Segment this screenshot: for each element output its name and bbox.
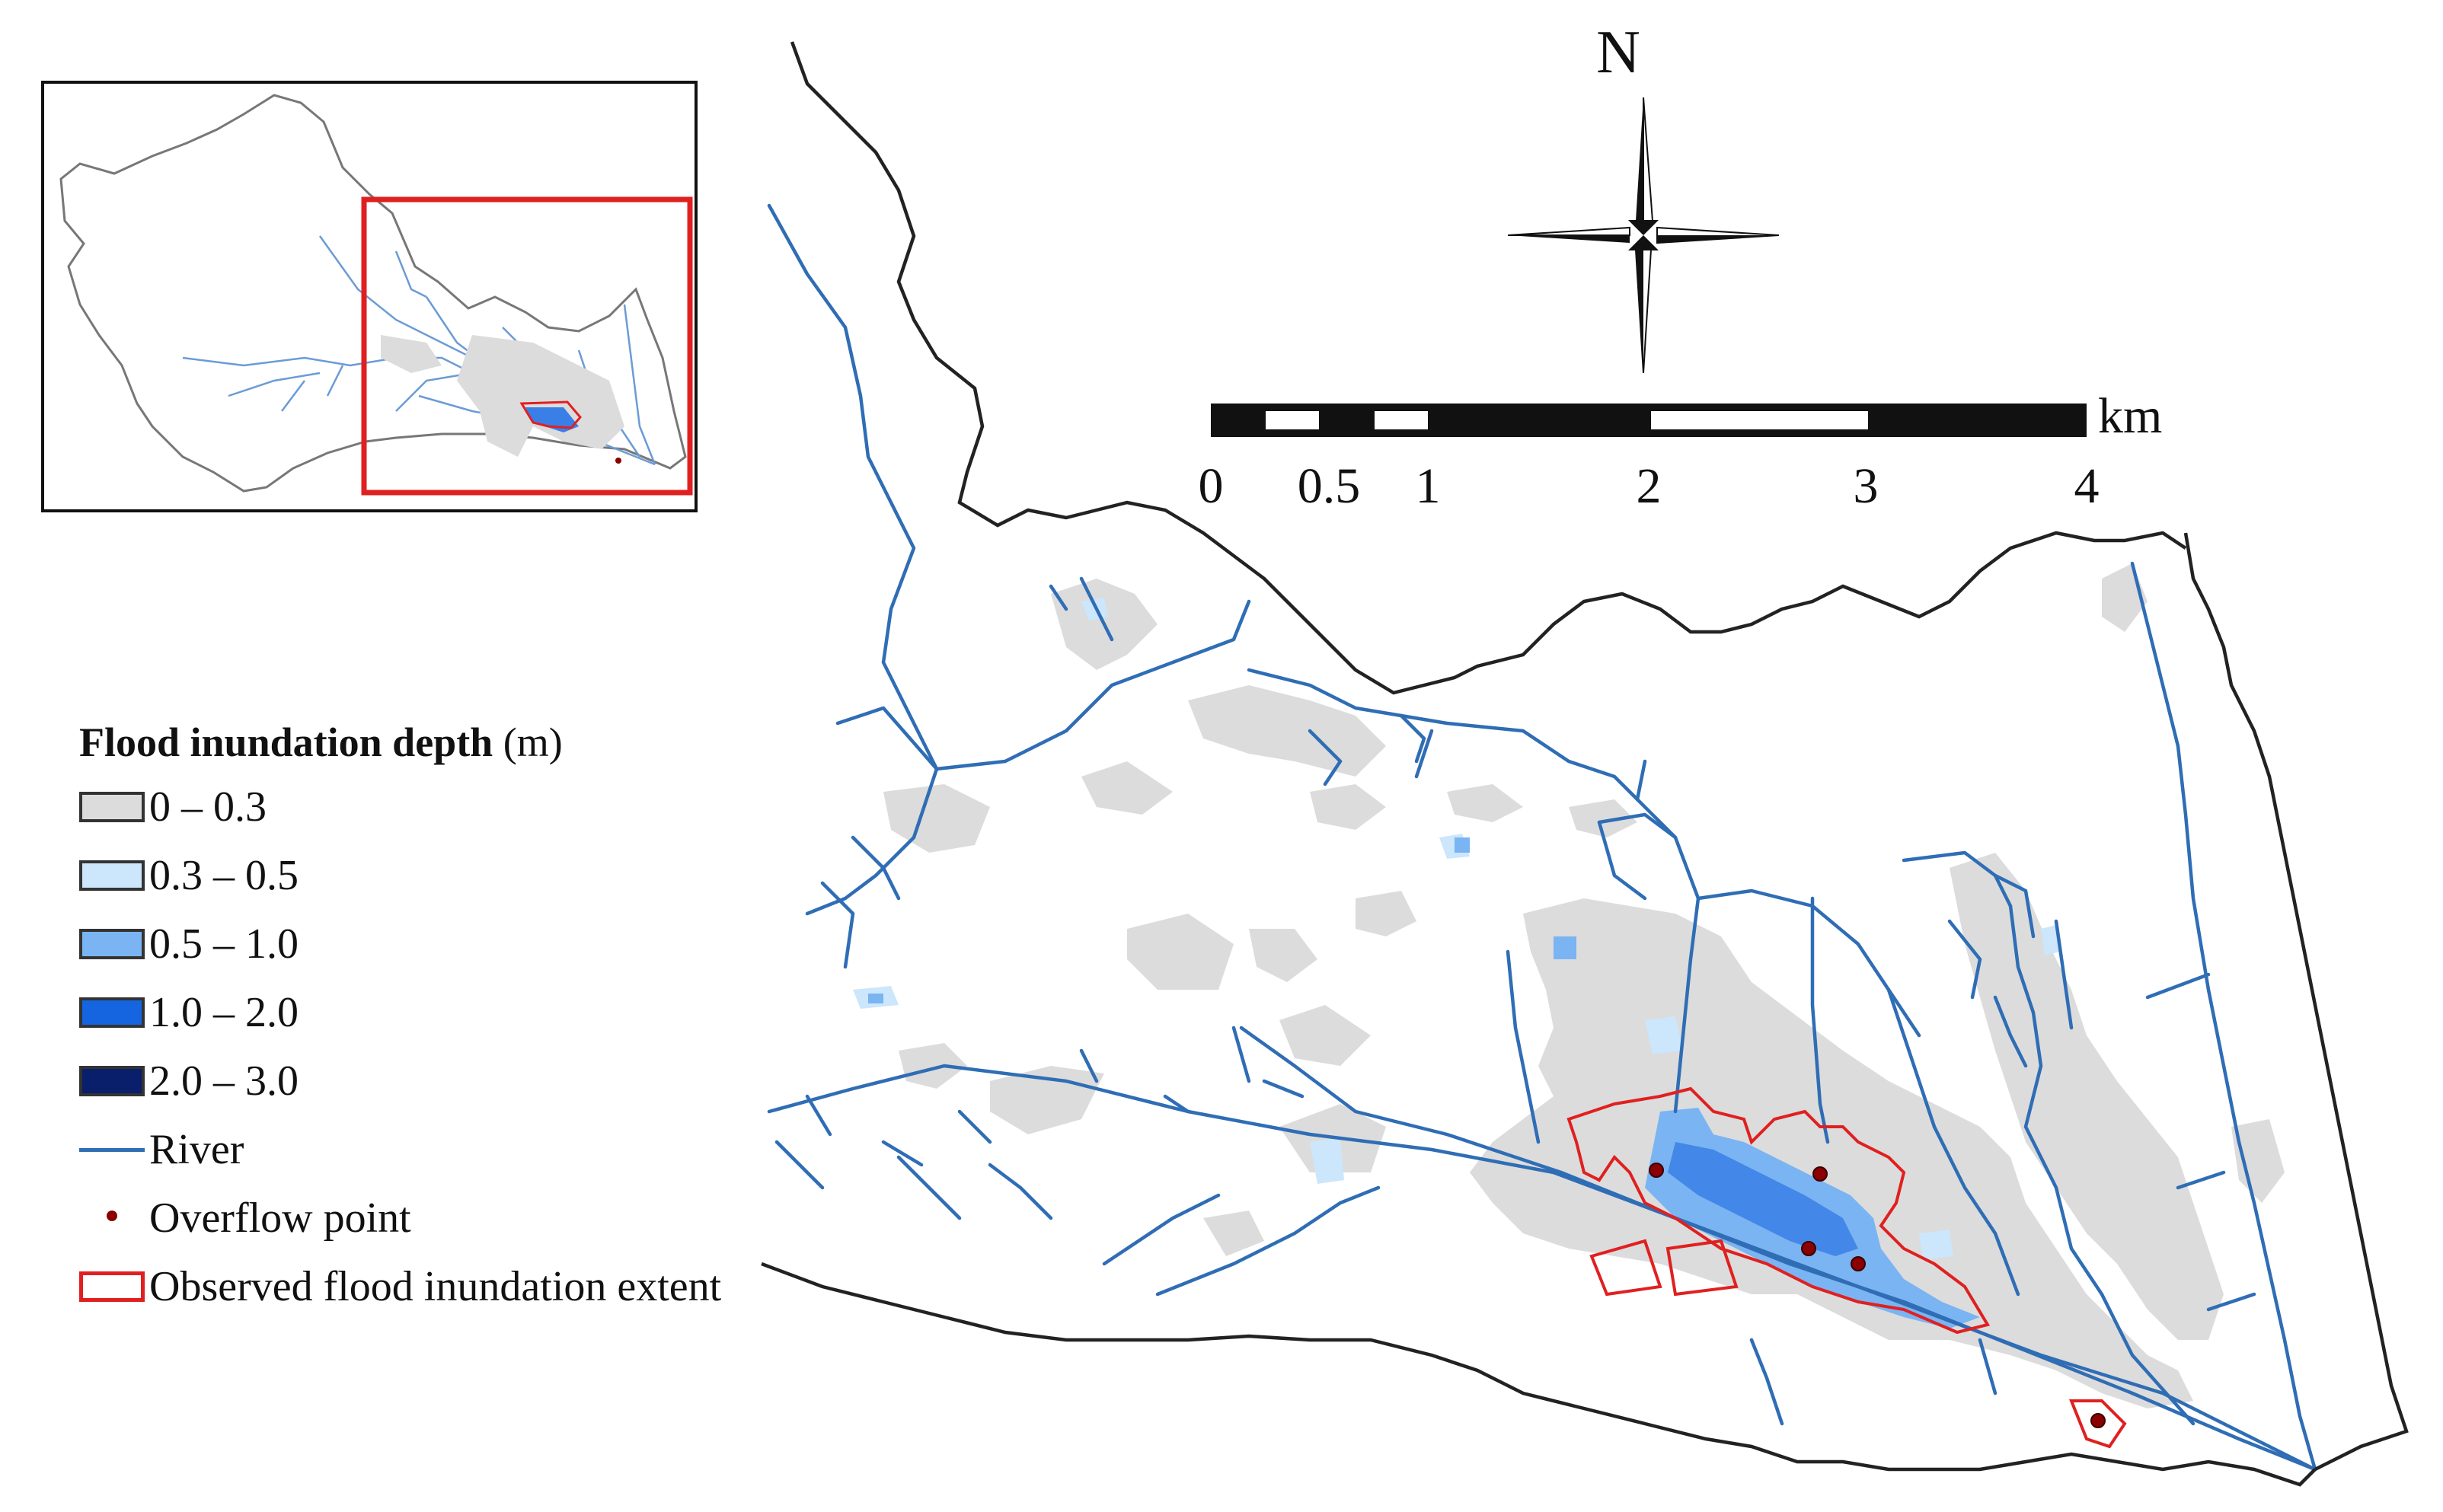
inundation-1.0-2.0 <box>1668 1142 1858 1256</box>
legend-item-depth-4: 1.0 – 2.0 <box>79 978 917 1047</box>
legend-label: Overflow point <box>149 1195 411 1242</box>
legend-item-depth-2: 0.3 – 0.5 <box>79 841 917 910</box>
legend-label: 2.0 – 3.0 <box>149 1057 299 1105</box>
legend-item-depth-3: 0.5 – 1.0 <box>79 910 917 978</box>
river-network <box>767 203 2317 1472</box>
swatch-2.0-3.0 <box>79 1066 145 1096</box>
legend-label: 0.3 – 0.5 <box>149 852 299 899</box>
scale-unit: km <box>2098 388 2162 444</box>
legend-item-river: River <box>79 1115 917 1184</box>
inset-study-area-box <box>361 196 693 496</box>
legend-label: River <box>149 1126 244 1173</box>
legend-label: 1.0 – 2.0 <box>149 989 299 1036</box>
legend-title: Flood inundation depth (m) <box>79 712 917 773</box>
swatch-1.0-2.0 <box>79 997 145 1028</box>
scale-bar: km 0 0.5 1 2 3 4 <box>1199 388 2163 514</box>
watershed-boundary-south <box>761 1262 2317 1487</box>
extent-outline-icon <box>79 1271 145 1302</box>
legend-title-unit: (m) <box>503 719 563 765</box>
swatch-0-0.3 <box>79 792 145 822</box>
legend-label: 0 – 0.3 <box>149 783 267 831</box>
observed-extent <box>1566 1086 2127 1449</box>
swatch-0.3-0.5 <box>79 860 145 891</box>
overflow-point <box>1801 1241 1816 1256</box>
catchment-area <box>762 42 2406 1485</box>
overflow-points <box>1649 1163 2106 1428</box>
legend-item-depth-5: 2.0 – 3.0 <box>79 1047 917 1115</box>
watershed-boundary-east <box>2183 532 2409 1472</box>
overflow-point <box>2090 1413 2106 1428</box>
inset-inundation-deep <box>525 407 579 432</box>
scale-tick-0.5: 0.5 <box>1298 458 1361 514</box>
scale-tick-1: 1 <box>1416 458 1441 514</box>
inset-inundation <box>381 335 624 457</box>
overflow-point <box>1812 1166 1828 1182</box>
inset-observed-extent <box>519 400 582 429</box>
main-map <box>761 41 2409 1487</box>
legend-title-text: Flood inundation depth <box>79 719 493 765</box>
scale-tick-2: 2 <box>1637 458 1662 514</box>
legend-item-depth-1: 0 – 0.3 <box>79 773 917 841</box>
legend: Flood inundation depth (m) 0 – 0.3 0.3 –… <box>79 712 917 1321</box>
north-arrow: N <box>1507 19 1780 374</box>
watershed-boundary-north <box>790 41 2187 695</box>
inset-map <box>41 81 698 512</box>
overflow-point-icon <box>79 1203 145 1233</box>
legend-label: 0.5 – 1.0 <box>149 920 299 968</box>
scale-tick-0: 0 <box>1199 458 1224 514</box>
legend-label: Observed flood inundation extent <box>149 1263 722 1310</box>
north-label: N <box>1596 19 1640 86</box>
overflow-point <box>1649 1163 1664 1178</box>
river-line-icon <box>79 1147 145 1152</box>
inset-overflow-point <box>615 458 621 464</box>
scale-tick-4: 4 <box>2074 458 2100 514</box>
swatch-0.5-1.0 <box>79 929 145 959</box>
scale-tick-3: 3 <box>1854 458 1879 514</box>
legend-item-extent: Observed flood inundation extent <box>79 1252 917 1321</box>
overflow-point <box>1851 1256 1866 1271</box>
legend-item-overflow: Overflow point <box>79 1184 917 1252</box>
